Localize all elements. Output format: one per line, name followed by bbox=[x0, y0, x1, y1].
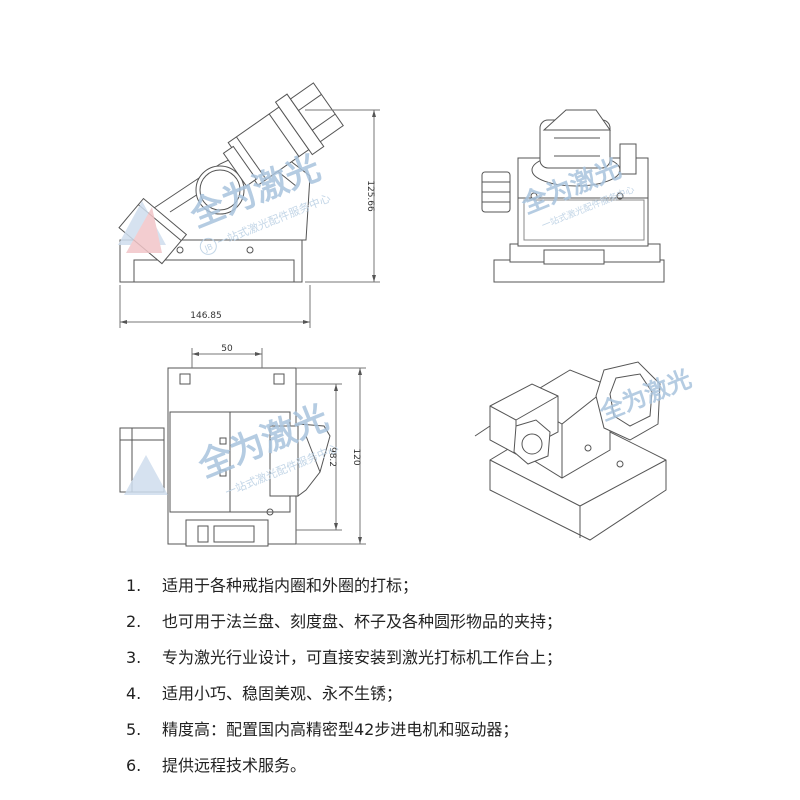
isometric-view-drawing bbox=[470, 340, 680, 550]
list-item-number: 1. bbox=[126, 576, 142, 595]
top-inner-height-dimension-label: 98.2 bbox=[327, 447, 337, 467]
top-view-drawing: 50 98.2 120 bbox=[110, 340, 390, 560]
list-item-number: 6. bbox=[126, 756, 142, 775]
list-item: 4. 适用小巧、稳固美观、永不生锈； bbox=[126, 676, 766, 712]
feature-list: 1. 适用于各种戒指内圈和外圈的打标； 2. 也可用于法兰盘、刻度盘、杯子及各种圆形… bbox=[126, 568, 766, 784]
list-item: 5. 精度高：配置国内高精密型42步进电机和驱动器； bbox=[126, 712, 766, 748]
top-outer-height-dimension-label: 120 bbox=[351, 448, 361, 465]
list-item-number: 2. bbox=[126, 612, 142, 631]
list-item: 6. 提供远程技术服务。 bbox=[126, 748, 766, 784]
list-item: 3. 专为激光行业设计，可直接安装到激光打标机工作台上； bbox=[126, 640, 766, 676]
list-item: 1. 适用于各种戒指内圈和外圈的打标； bbox=[126, 568, 766, 604]
list-item-text: 也可用于法兰盘、刻度盘、杯子及各种圆形物品的夹持； bbox=[162, 612, 563, 631]
list-item-number: 4. bbox=[126, 684, 142, 703]
top-width-dimension-label: 50 bbox=[221, 344, 233, 354]
list-item-text: 精度高：配置国内高精密型42步进电机和驱动器； bbox=[162, 720, 519, 739]
side-view-drawing bbox=[470, 100, 670, 290]
list-item-number: 3. bbox=[126, 648, 142, 667]
front-height-dimension-label: 125.66 bbox=[365, 180, 375, 212]
list-item-text: 专为激光行业设计，可直接安装到激光打标机工作台上； bbox=[162, 648, 563, 667]
front-view-drawing: 146.85 125.66 bbox=[100, 82, 390, 340]
list-item-text: 适用小巧、稳固美观、永不生锈； bbox=[162, 684, 403, 703]
front-width-dimension-label: 146.85 bbox=[190, 311, 222, 321]
list-item-text: 提供远程技术服务。 bbox=[162, 756, 307, 775]
list-item-number: 5. bbox=[126, 720, 142, 739]
list-item: 2. 也可用于法兰盘、刻度盘、杯子及各种圆形物品的夹持； bbox=[126, 604, 766, 640]
list-item-text: 适用于各种戒指内圈和外圈的打标； bbox=[162, 576, 419, 595]
